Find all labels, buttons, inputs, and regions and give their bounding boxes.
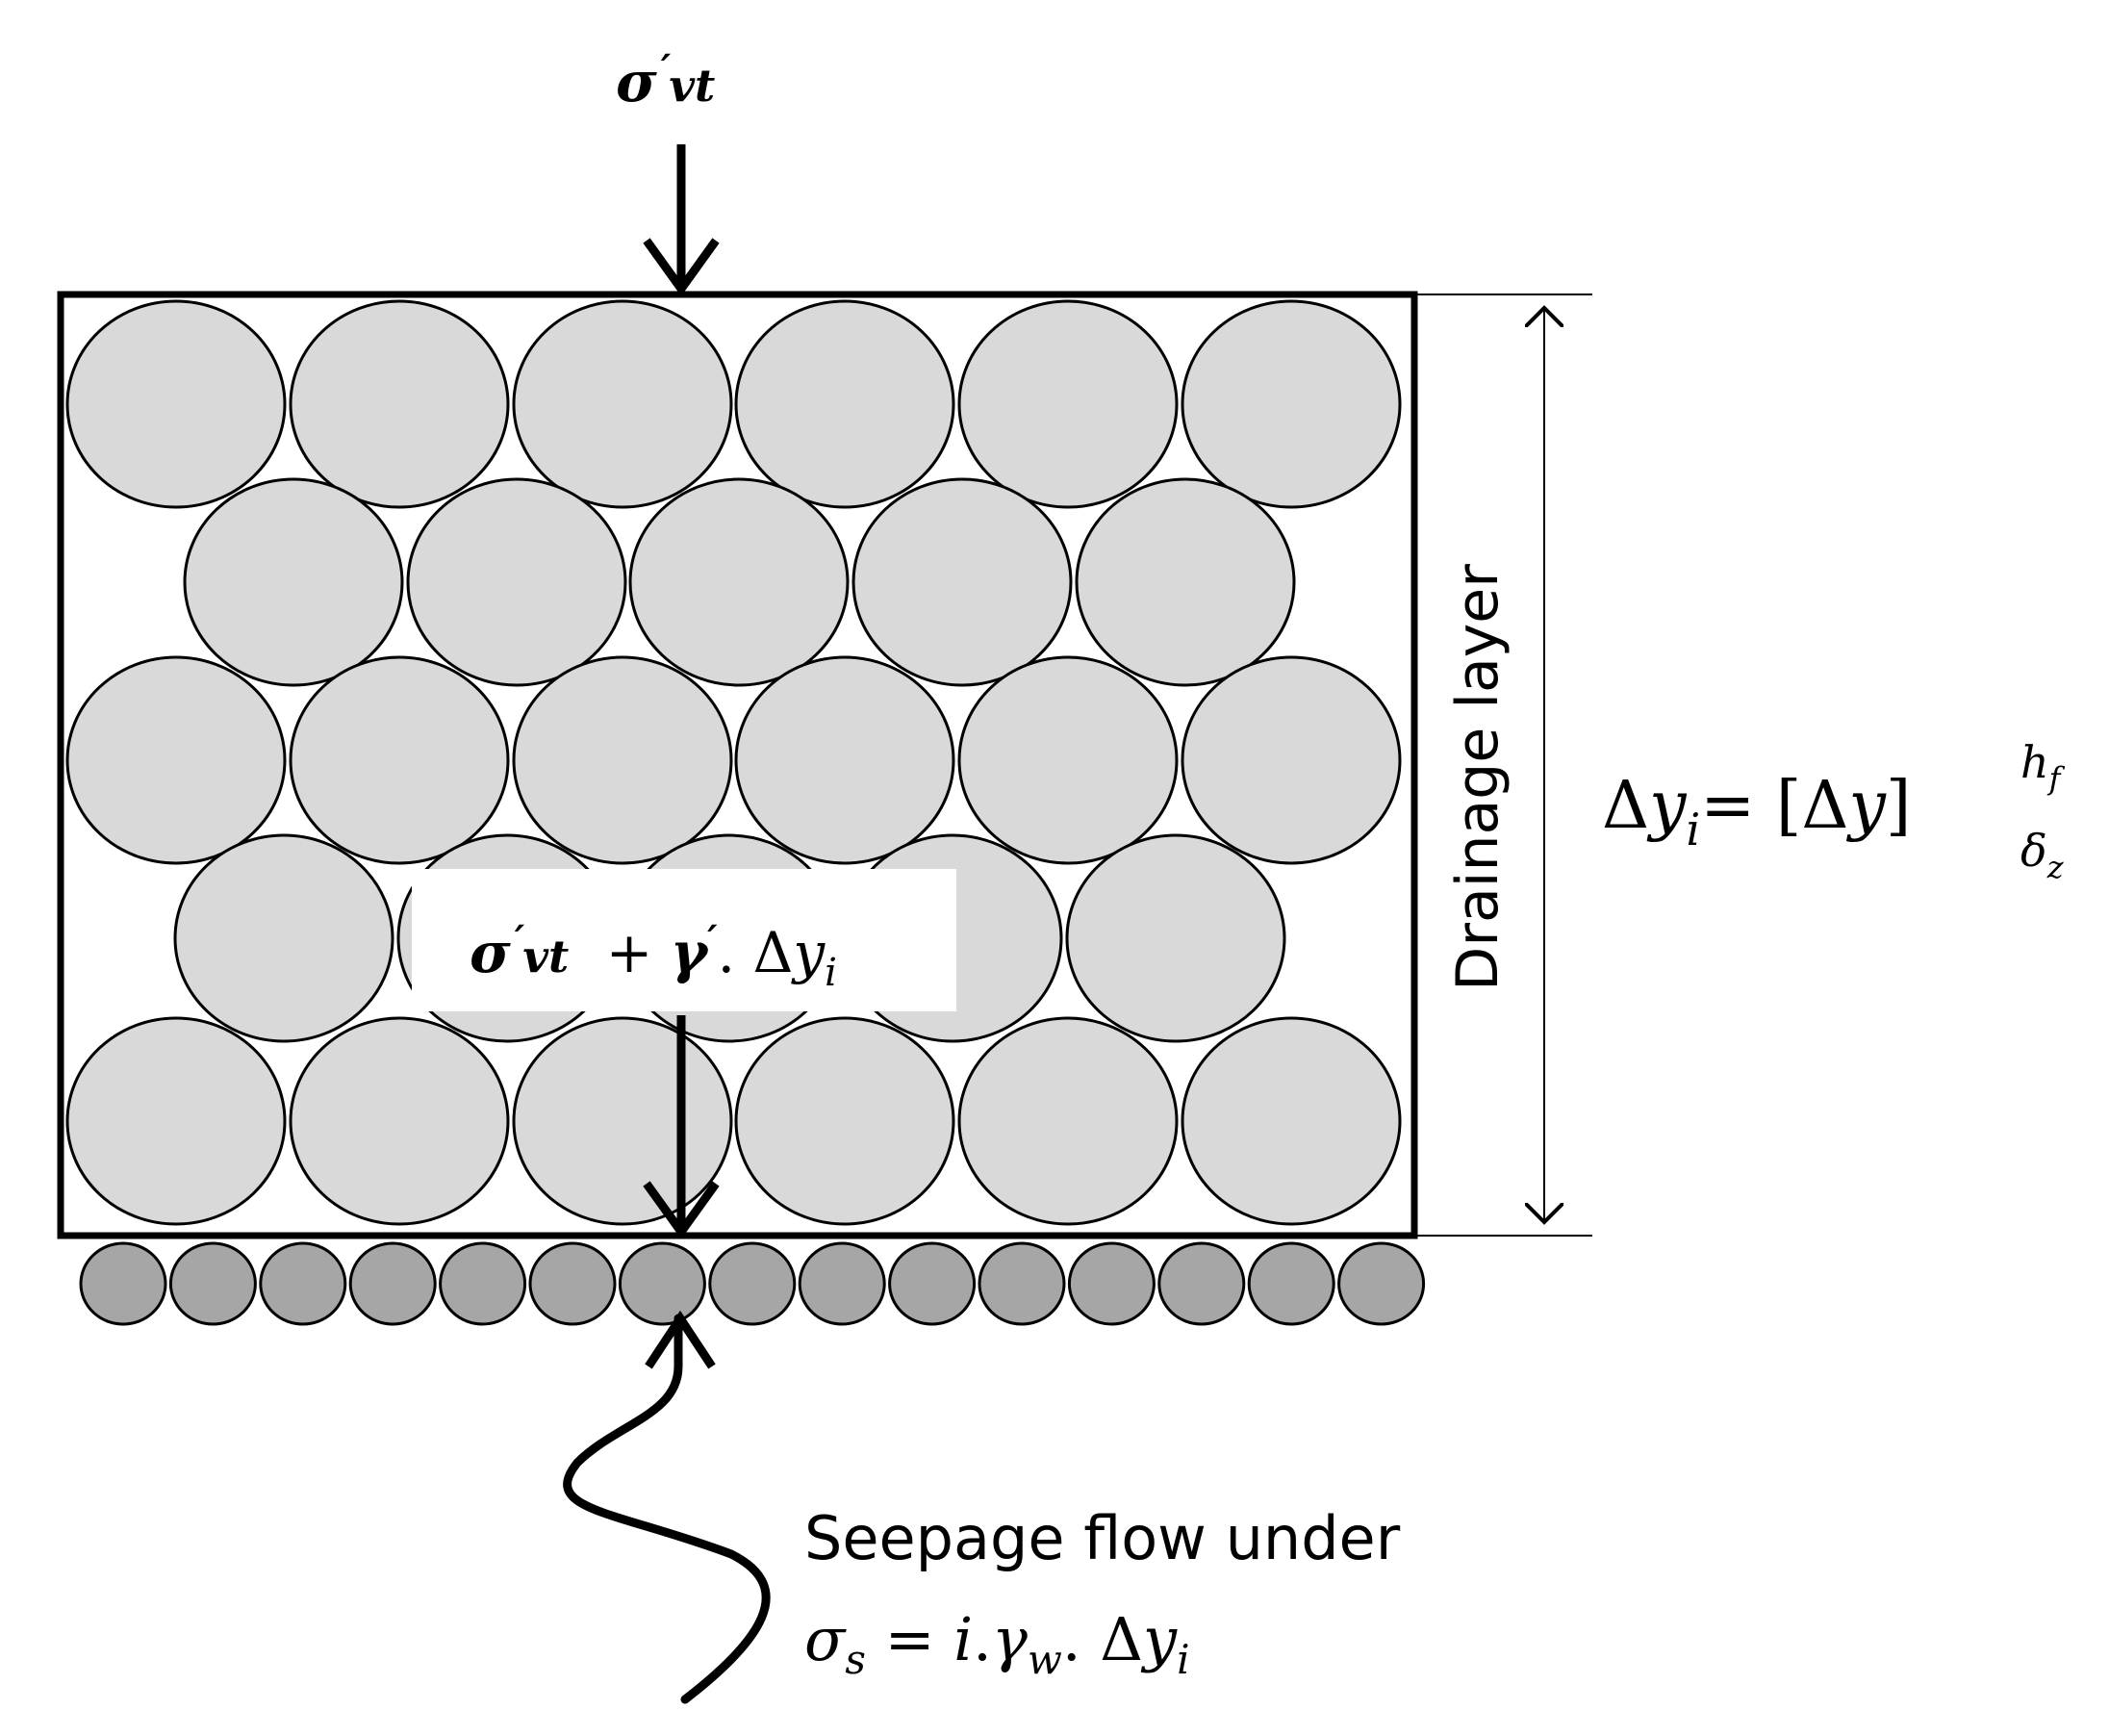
large-particle	[957, 299, 1179, 509]
inner-load-label: σ′vt + γ′. Δyi	[470, 917, 837, 995]
large-particle	[512, 1016, 733, 1226]
filter-particle	[618, 1241, 706, 1326]
filter-particle	[79, 1241, 167, 1326]
filter-particle	[1157, 1241, 1246, 1326]
large-particle	[289, 299, 510, 509]
large-particle	[957, 655, 1179, 865]
large-particle	[1181, 1016, 1402, 1226]
large-particle	[1181, 655, 1402, 865]
filter-particle	[1067, 1241, 1156, 1326]
large-particle	[734, 655, 955, 865]
seepage-equation: σs = i.γw. Δyi	[804, 1604, 1190, 1683]
large-particle	[406, 477, 627, 687]
filter-particle	[708, 1241, 797, 1326]
large-particle-group	[65, 299, 1402, 1226]
large-particle	[957, 1016, 1179, 1226]
large-particle	[289, 1016, 510, 1226]
large-particle	[65, 1016, 287, 1226]
equation-superscript: hf	[2020, 736, 2066, 797]
large-particle	[1075, 477, 1296, 687]
filter-particle	[348, 1241, 437, 1326]
filter-particle	[978, 1241, 1066, 1326]
small-particle-group	[79, 1241, 1426, 1326]
top-load-label: σ′vt	[616, 46, 715, 115]
thickness-equation: Δyi= [Δy]	[1602, 768, 1911, 855]
large-particle	[65, 655, 287, 865]
filter-particle	[1247, 1241, 1335, 1326]
layer-thickness-dimension	[1414, 294, 1592, 1237]
large-particle	[173, 833, 394, 1043]
top-load-arrow	[643, 144, 720, 296]
large-particle	[734, 299, 955, 509]
inner-label-box	[412, 869, 956, 1011]
filter-particle	[168, 1241, 257, 1326]
large-particle	[1065, 833, 1286, 1043]
filter-particle	[259, 1241, 347, 1326]
filter-particle	[528, 1241, 617, 1326]
large-particle	[289, 655, 510, 865]
seepage-arrow	[563, 1310, 771, 1704]
large-particle	[851, 477, 1073, 687]
inner-load-arrow	[643, 1015, 720, 1239]
filter-particle	[439, 1241, 527, 1326]
drainage-layer-label: Drainage layer	[1444, 564, 1512, 991]
filter-particle	[798, 1241, 886, 1326]
drainage-layer-box	[57, 291, 1418, 1239]
large-particle	[65, 299, 287, 509]
large-particle	[512, 299, 733, 509]
seepage-label: Seepage flow under	[804, 1503, 1401, 1573]
filter-particle	[1337, 1241, 1426, 1326]
filter-particle	[888, 1241, 977, 1326]
large-particle	[628, 477, 850, 687]
equation-subscript: δz	[2020, 825, 2065, 885]
large-particle	[512, 655, 733, 865]
large-particle	[734, 1016, 955, 1226]
large-particle	[183, 477, 404, 687]
large-particle	[1181, 299, 1402, 509]
